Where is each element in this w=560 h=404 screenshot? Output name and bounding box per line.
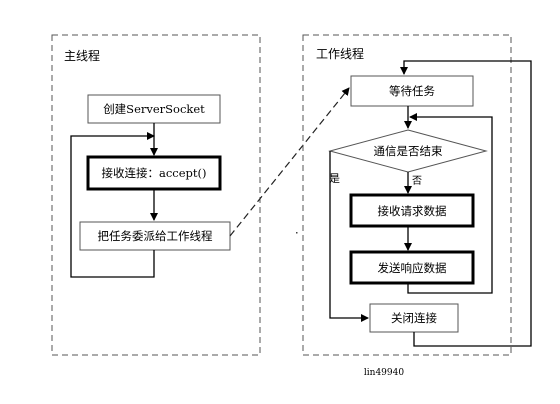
main-thread-panel bbox=[51, 34, 261, 356]
close-connection-box bbox=[369, 303, 459, 333]
watermark-text: lin49940 bbox=[364, 368, 404, 378]
receive-request-label: 接收请求数据 bbox=[378, 204, 447, 218]
main-thread-title: 主线程 bbox=[64, 48, 100, 63]
dispatch-to-worker-arrow bbox=[229, 87, 350, 237]
create-serversocket-label: 创建ServerSocket bbox=[103, 102, 205, 116]
decision-no-label: 否 bbox=[412, 175, 422, 187]
stray-dot bbox=[296, 232, 298, 234]
loop-back-arrow bbox=[70, 132, 155, 278]
loop-send-to-decision-arrow bbox=[407, 113, 493, 294]
decision-label: 通信是否结束 bbox=[374, 144, 443, 158]
worker-thread-title: 工作线程 bbox=[316, 46, 364, 61]
dispatch-task-box bbox=[79, 221, 231, 251]
loop-close-to-wait-arrow bbox=[400, 60, 532, 347]
arrow-decision-yes-to-close bbox=[329, 151, 369, 322]
wait-task-box bbox=[350, 75, 474, 107]
wait-task-label: 等待任务 bbox=[389, 84, 435, 98]
accept-connection-label: 接收连接：accept() bbox=[102, 166, 207, 180]
worker-thread-panel bbox=[302, 34, 512, 356]
dispatch-task-label: 把任务委派给工作线程 bbox=[98, 229, 213, 243]
receive-request-box bbox=[349, 193, 475, 228]
send-response-box bbox=[349, 250, 475, 285]
decision-yes-label: 是 bbox=[329, 172, 340, 185]
create-serversocket-box bbox=[87, 94, 221, 124]
send-response-label: 发送响应数据 bbox=[378, 261, 447, 275]
close-connection-label: 关闭连接 bbox=[391, 311, 437, 325]
